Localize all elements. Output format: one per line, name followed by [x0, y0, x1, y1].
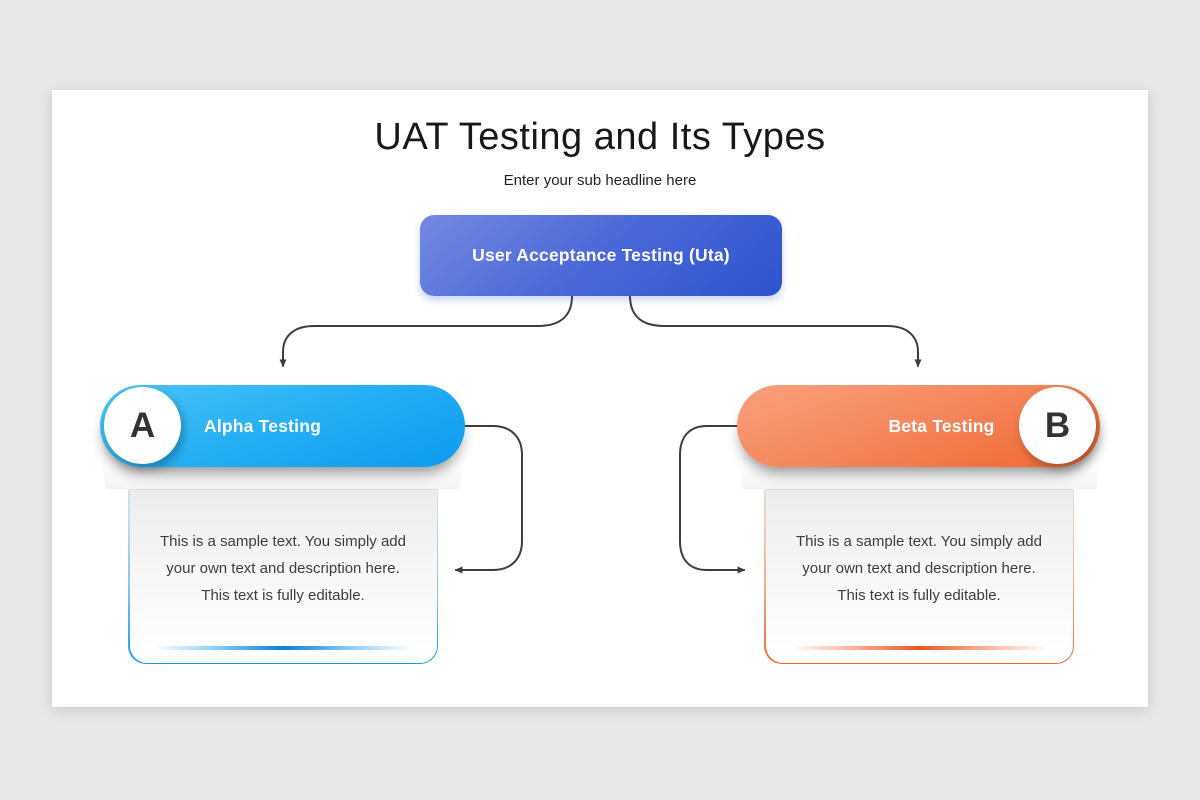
slide-title: UAT Testing and Its Types — [374, 116, 826, 158]
beta-card-body: This is a sample text. You simply add yo… — [765, 489, 1073, 663]
connector-lines — [279, 295, 922, 574]
beta-node-label: Beta Testing — [888, 415, 995, 436]
beta-accent-line — [791, 645, 1047, 650]
alpha-paper-fold — [102, 466, 463, 489]
slide-canvas: UAT Testing and Its Types Enter your sub… — [52, 90, 1148, 707]
alpha-node-label: Alpha Testing — [204, 415, 321, 436]
root-node-uat: User Acceptance Testing (Uta) — [420, 215, 782, 296]
connector-root-to-beta — [629, 295, 922, 368]
connector-root-to-alpha — [279, 295, 573, 368]
badge-b: B — [1019, 387, 1096, 464]
slide-subtitle: Enter your sub headline here — [503, 172, 697, 189]
beta-paper-fold — [739, 466, 1100, 489]
alpha-card-body: This is a sample text. You simply add yo… — [129, 489, 437, 663]
connector-beta-to-card — [679, 425, 746, 574]
alpha-description-card: This is a sample text. You simply add yo… — [128, 488, 438, 664]
connector-alpha-to-card — [454, 425, 523, 574]
beta-card-text: This is a sample text. You simply add yo… — [796, 532, 1042, 604]
badge-a: A — [104, 387, 181, 464]
beta-description-card: This is a sample text. You simply add yo… — [764, 488, 1074, 664]
alpha-card-text: This is a sample text. You simply add yo… — [160, 532, 406, 604]
root-node-label: User Acceptance Testing (Uta) — [472, 245, 730, 265]
alpha-accent-line — [155, 645, 411, 650]
